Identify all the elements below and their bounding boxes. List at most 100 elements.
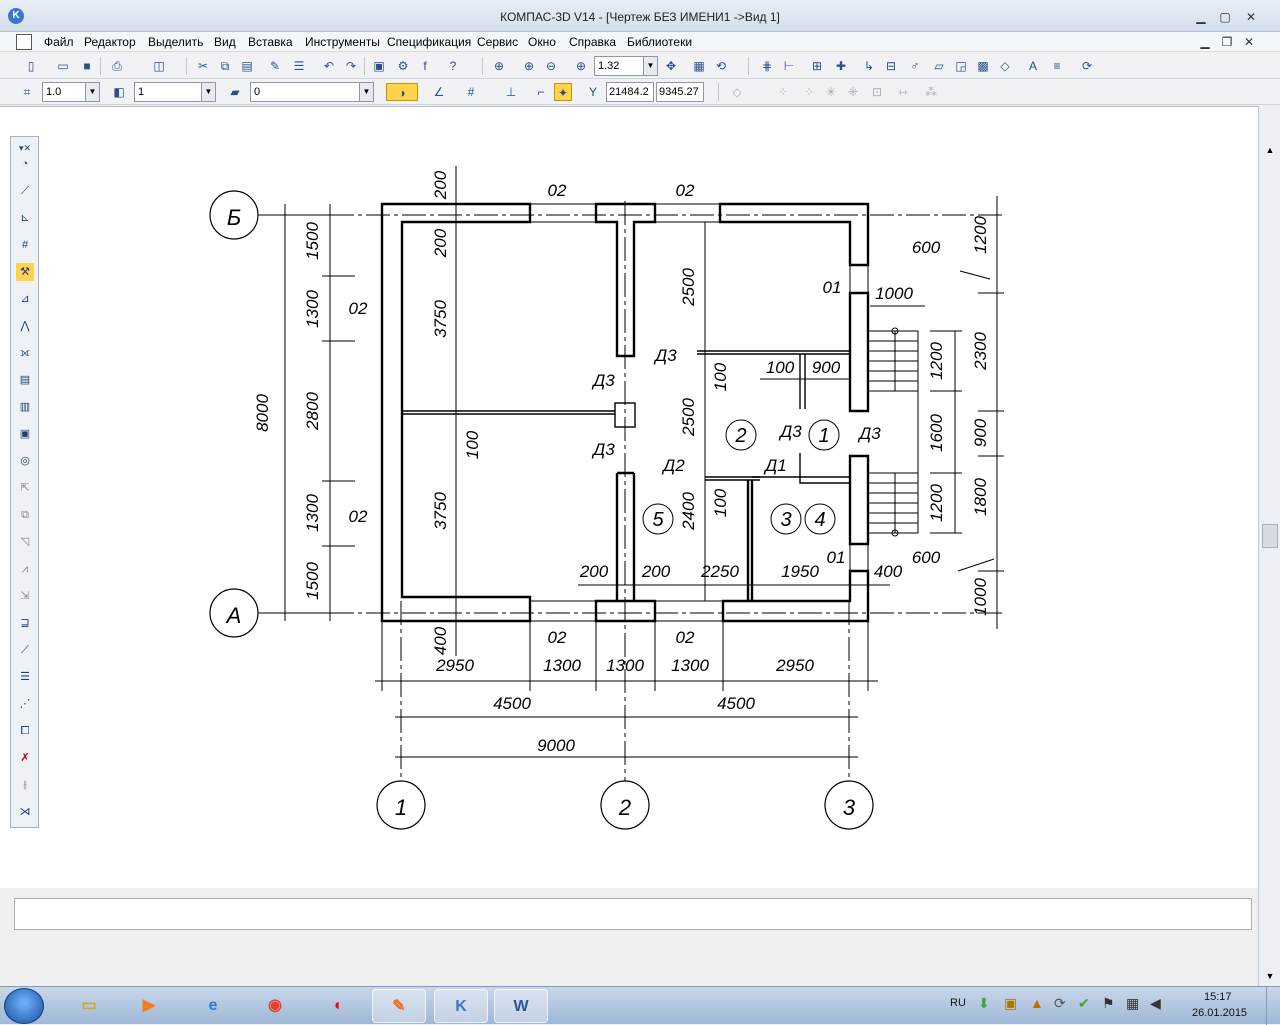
zoom-scale-icon[interactable]: ⊕ xyxy=(575,59,587,73)
panel-close-icon[interactable]: ▾✕ xyxy=(18,143,32,153)
print-icon[interactable]: ⎙ xyxy=(112,59,122,73)
menu-insert[interactable]: Вставка xyxy=(248,35,293,49)
local-cs-icon[interactable]: ⊥ xyxy=(505,85,517,99)
symbol-tool-icon[interactable]: ♂ xyxy=(910,59,920,73)
plan-tool-icon[interactable]: ⊒ xyxy=(20,617,30,629)
grid-tool-icon[interactable]: ⊞ xyxy=(811,59,823,73)
show-desktop-button[interactable] xyxy=(1266,987,1280,1025)
variables-icon[interactable]: ⚙ xyxy=(397,59,409,73)
zoom-window-icon[interactable]: ⊕ xyxy=(493,59,505,73)
paste-icon[interactable]: ▤ xyxy=(241,59,253,73)
layer-combobox[interactable]: 1▼ xyxy=(134,82,216,102)
show-all-icon[interactable]: ▦ xyxy=(693,59,705,73)
parametrization-icon[interactable]: ⋀ xyxy=(20,320,30,332)
doc-restore-button[interactable]: ❐ xyxy=(1221,35,1233,49)
copy-icon[interactable]: ⧉ xyxy=(220,59,230,73)
doc-close-button[interactable]: ✕ xyxy=(1243,35,1255,49)
trim-icon[interactable]: ⋊ xyxy=(19,806,31,818)
close-button[interactable]: ✕ xyxy=(1245,10,1257,24)
properties-icon[interactable]: ☰ xyxy=(293,59,305,73)
taskbar-cad-icon[interactable]: ◖ xyxy=(332,997,342,1014)
stairs-tool-icon[interactable]: ☰ xyxy=(20,671,30,683)
zoom-out-icon[interactable]: ⊖ xyxy=(545,59,557,73)
coord-y-field[interactable]: 9345.27 xyxy=(656,82,704,102)
spec-icon[interactable]: ▣ xyxy=(19,428,31,440)
new-document-icon[interactable]: ▯ xyxy=(27,59,35,73)
axis-lines-icon[interactable]: ⋕ xyxy=(761,59,773,73)
disabled-snap-icon-4[interactable]: ⁜ xyxy=(847,85,859,99)
vertical-scrollbar[interactable]: ▲ ▼ xyxy=(1258,106,1280,986)
hatch-tool-icon[interactable]: ▩ xyxy=(977,59,989,73)
orthogonal-mode-icon[interactable]: ⌐ xyxy=(537,85,545,99)
text-style-icon[interactable]: A xyxy=(1028,59,1037,73)
disabled-snap-icon[interactable]: ⁘ xyxy=(777,85,789,99)
scroll-up-icon[interactable]: ▲ xyxy=(1265,145,1275,155)
style-combobox[interactable]: 0▼ xyxy=(250,82,374,102)
save-icon[interactable]: ■ xyxy=(83,59,91,73)
align-tool-icon[interactable]: ≡ xyxy=(1053,59,1061,73)
disabled-mirror-icon[interactable]: ⇿ xyxy=(897,85,909,99)
menu-view[interactable]: Вид xyxy=(214,35,236,49)
cut-icon[interactable]: ✂ xyxy=(197,59,209,73)
format-brush-icon[interactable]: ✎ xyxy=(269,59,281,73)
menu-editor[interactable]: Редактор xyxy=(84,35,136,49)
redo-icon[interactable]: ↷ xyxy=(345,59,357,73)
split-icon[interactable]: ⫲ xyxy=(23,779,27,791)
coordinates-icon[interactable]: Y xyxy=(588,85,597,99)
taskbar-chrome-icon[interactable]: ◉ xyxy=(268,997,282,1014)
building-grid-icon[interactable]: # xyxy=(21,239,29,251)
diamond-tool-icon[interactable]: ◇ xyxy=(1000,59,1010,73)
line-tool-icon[interactable]: ⟋ xyxy=(21,644,29,656)
disabled-tool-icon[interactable]: ◇ xyxy=(732,85,742,99)
disabled-group-icon[interactable]: ⁂ xyxy=(925,85,937,99)
snap-active-icon[interactable]: ✦ xyxy=(554,83,572,101)
geometry-icon[interactable]: ◔ xyxy=(21,158,29,170)
text-tool-icon[interactable]: ▱ xyxy=(934,59,944,73)
scale-fragment-icon[interactable]: ◹ xyxy=(20,536,30,548)
editing-icon[interactable]: ⊿ xyxy=(20,293,30,305)
dimensions-icon[interactable]: ⟋ xyxy=(21,185,29,197)
mark-tool-icon[interactable]: ◲ xyxy=(955,59,967,73)
command-line-input[interactable] xyxy=(14,898,1252,930)
taskbar-ie-icon[interactable]: e xyxy=(208,997,218,1014)
dimension-tool-icon[interactable]: ⊢ xyxy=(783,59,795,73)
menu-specification[interactable]: Спецификация xyxy=(387,35,472,49)
scroll-thumb[interactable] xyxy=(1262,524,1278,548)
clock-date[interactable]: 26.01.2015 xyxy=(1192,1007,1248,1019)
insert-tool-icon[interactable]: ✚ xyxy=(835,59,847,73)
manager-icon[interactable]: ▣ xyxy=(373,59,385,73)
layer-icon[interactable]: ◧ xyxy=(113,85,125,99)
start-button[interactable] xyxy=(4,988,44,1024)
leader-tool-icon[interactable]: ↳ xyxy=(863,59,875,73)
mirror-icon[interactable]: ⩘ xyxy=(21,563,29,575)
delete-icon[interactable]: ✗ xyxy=(20,752,30,764)
taskbar-kompas-icon[interactable]: K xyxy=(434,989,488,1023)
maximize-button[interactable]: ▢ xyxy=(1219,10,1231,24)
taskbar-word-icon[interactable]: W xyxy=(494,989,548,1023)
dashed-line-icon[interactable]: ⋰ xyxy=(19,698,31,710)
menu-libraries[interactable]: Библиотеки xyxy=(627,35,693,49)
pan-icon[interactable]: ✥ xyxy=(665,59,677,73)
drawing-area[interactable]: Б А 1 2 3 02 02 02 02 02 02 01 01 Д3 Д3 … xyxy=(0,106,1258,888)
language-indicator[interactable]: RU xyxy=(950,997,966,1009)
rebuild-icon[interactable]: ⟳ xyxy=(1081,59,1093,73)
style-icon[interactable]: ▰ xyxy=(230,85,240,99)
tray-flag-icon[interactable]: ⚑ xyxy=(1102,995,1115,1011)
associative-views-icon[interactable]: ▥ xyxy=(19,401,31,413)
construction-icon[interactable]: ⚒ xyxy=(16,263,34,281)
tray-download-icon[interactable]: ⬇ xyxy=(978,995,990,1011)
menu-file[interactable]: Файл xyxy=(44,35,74,49)
taskbar-paint-icon[interactable]: ✎ xyxy=(372,989,426,1023)
open-folder-icon[interactable]: ▭ xyxy=(57,59,69,73)
refresh-view-icon[interactable]: ⟲ xyxy=(715,59,727,73)
select-icon[interactable]: ▤ xyxy=(19,374,31,386)
doc-minimize-button[interactable]: ▁ xyxy=(1200,35,1210,49)
coord-x-field[interactable]: 21484.2 xyxy=(606,82,654,102)
copy-fragment-icon[interactable]: ⧉ xyxy=(21,509,29,521)
tray-sync-icon[interactable]: ⟳ xyxy=(1054,995,1066,1011)
ortho-icon[interactable]: ∠ xyxy=(433,85,445,99)
insert-fragment-icon[interactable]: ⇱ xyxy=(20,482,30,494)
menu-help[interactable]: Справка xyxy=(569,35,617,49)
kompas-logo-icon[interactable]: K xyxy=(8,8,24,24)
menu-window[interactable]: Окно xyxy=(528,35,556,49)
